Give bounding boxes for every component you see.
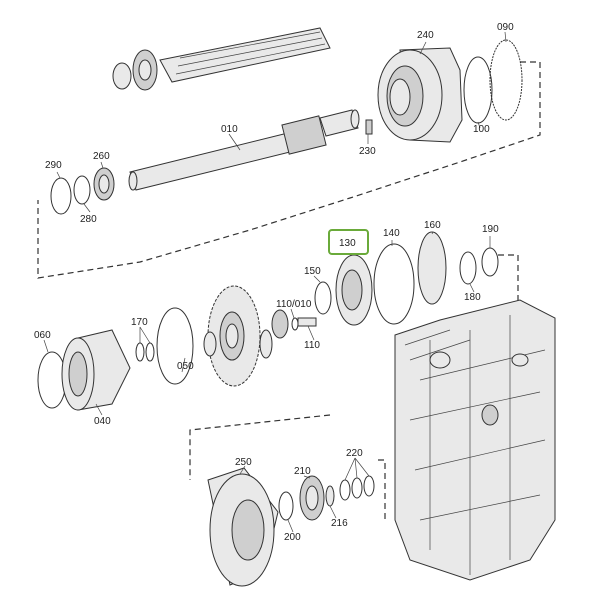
bearing-110-010 bbox=[271, 309, 289, 339]
leader-lines bbox=[43, 31, 507, 533]
splined-input-shaft bbox=[112, 27, 331, 91]
lower-group-boundary bbox=[189, 414, 386, 520]
label-200: 200 bbox=[284, 532, 301, 543]
label-230: 230 bbox=[359, 146, 376, 157]
label-250: 250 bbox=[235, 457, 252, 468]
ring-170b bbox=[145, 342, 155, 362]
ring-220b bbox=[351, 477, 363, 499]
ring-290 bbox=[50, 177, 72, 215]
ring-220a bbox=[339, 479, 351, 501]
pin-110 bbox=[297, 317, 317, 327]
label-210: 210 bbox=[294, 466, 311, 477]
ring-100 bbox=[463, 56, 493, 124]
gear-assembly bbox=[203, 285, 273, 387]
label-220: 220 bbox=[346, 448, 363, 459]
ring-216 bbox=[325, 485, 335, 507]
label-090: 090 bbox=[497, 22, 514, 33]
bearing-130 bbox=[335, 254, 373, 326]
disc-160 bbox=[417, 231, 447, 305]
label-100: 100 bbox=[473, 124, 490, 135]
ring-200 bbox=[278, 491, 294, 521]
main-shaft bbox=[128, 109, 360, 191]
label-060: 060 bbox=[34, 330, 51, 341]
label-140: 140 bbox=[383, 228, 400, 239]
label-160: 160 bbox=[424, 220, 441, 231]
label-170: 170 bbox=[131, 317, 148, 328]
label-130: 130 bbox=[339, 238, 356, 249]
drum-040 bbox=[61, 329, 131, 411]
ring-050 bbox=[156, 307, 194, 385]
ring-180 bbox=[459, 251, 477, 285]
label-050: 050 bbox=[177, 361, 194, 372]
bearing-housing bbox=[377, 47, 463, 143]
label-290: 290 bbox=[45, 160, 62, 171]
label-010: 010 bbox=[221, 124, 238, 135]
label-280: 280 bbox=[80, 214, 97, 225]
highlight-box-130 bbox=[328, 229, 369, 255]
ring-140 bbox=[373, 243, 415, 325]
ring-190 bbox=[481, 247, 499, 277]
label-150: 150 bbox=[304, 266, 321, 277]
bearing-210 bbox=[299, 475, 325, 521]
ring-220c bbox=[363, 475, 375, 497]
label-110-010: 110/010 bbox=[276, 299, 312, 310]
ring-small bbox=[291, 317, 299, 331]
cover-250 bbox=[207, 467, 279, 587]
gearbox-housing bbox=[394, 299, 556, 581]
upper-group-boundary bbox=[37, 61, 541, 279]
label-240: 240 bbox=[417, 30, 434, 41]
label-040: 040 bbox=[94, 416, 111, 427]
ring-170a bbox=[135, 342, 145, 362]
label-110: 110 bbox=[304, 340, 320, 351]
ring-150 bbox=[314, 281, 332, 315]
ring-280 bbox=[73, 175, 91, 205]
label-180: 180 bbox=[464, 292, 481, 303]
gear-090 bbox=[489, 39, 523, 121]
label-216: 216 bbox=[331, 518, 348, 529]
label-260: 260 bbox=[93, 151, 110, 162]
pin-230 bbox=[365, 119, 373, 135]
label-190: 190 bbox=[482, 224, 499, 235]
